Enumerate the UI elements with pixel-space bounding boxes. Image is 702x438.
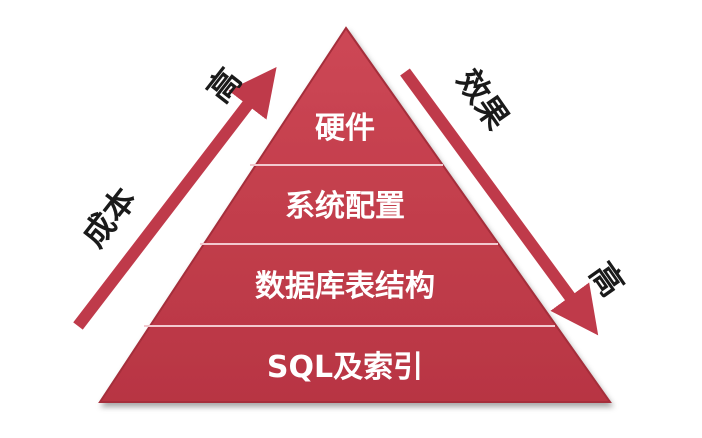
pyramid-level-1-label: 硬件: [315, 111, 375, 146]
pyramid-level-4-label: SQL及索引: [267, 350, 423, 385]
cost-arrow: [73, 66, 277, 330]
effect-end-label: 高: [582, 255, 631, 303]
cost-label: 成本: [75, 180, 144, 254]
pyramid-shape: [98, 26, 612, 403]
pyramid-level-2-label: 系统配置: [285, 189, 405, 224]
effect-label: 效果: [449, 62, 517, 136]
effect-arrow: [400, 68, 599, 336]
pyramid-level-3-label: 数据库表结构: [255, 269, 435, 304]
cost-end-label: 高: [199, 61, 249, 110]
